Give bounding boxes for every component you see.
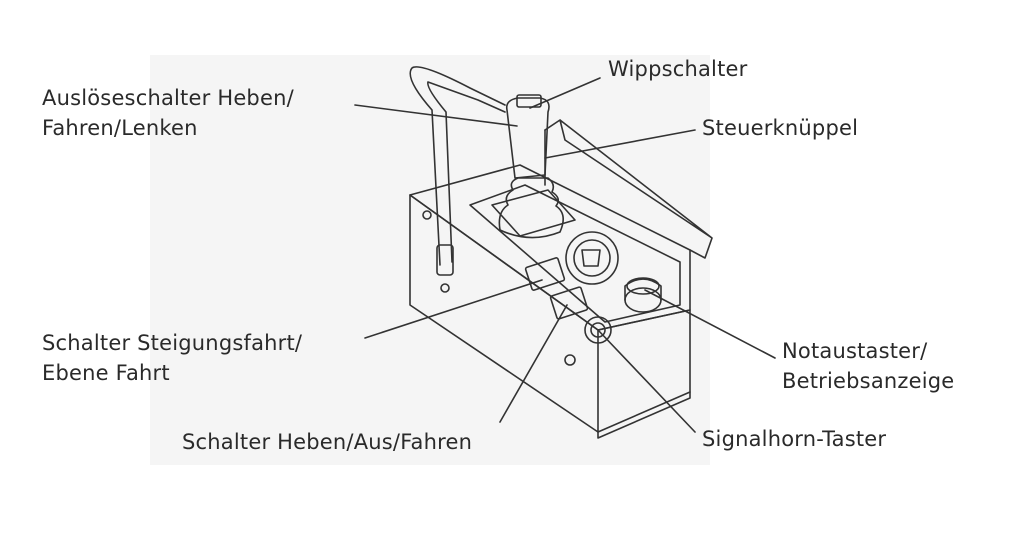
- label-rocker-switch: Wippschalter: [608, 54, 748, 84]
- label-lift-switch: Schalter Heben/Aus/Fahren: [182, 427, 472, 457]
- joystick-boot: [498, 177, 564, 239]
- rear-hood: [544, 119, 713, 259]
- label-horn-button: Signalhorn-Taster: [702, 424, 886, 454]
- bolt: [564, 354, 576, 366]
- label-trigger-line2: Fahren/Lenken: [42, 116, 198, 140]
- joystick-base-plate: [491, 189, 576, 237]
- rocker-switch: [516, 94, 542, 108]
- label-estop-line1: Notaustaster/: [782, 339, 928, 363]
- handle-mount: [436, 244, 454, 276]
- label-horn-text: Signalhorn-Taster: [702, 427, 887, 451]
- label-rocker-text: Wippschalter: [608, 57, 748, 81]
- label-joystick: Steuerknüppel: [702, 113, 858, 143]
- grab-handle: [409, 66, 506, 266]
- label-emergency-stop: Notaustaster/ Betriebsanzeige: [782, 336, 954, 396]
- bolt: [422, 210, 432, 220]
- label-incline-line1: Schalter Steigungsfahrt/: [42, 331, 303, 355]
- box-base: [597, 391, 691, 439]
- leader-rocker: [529, 77, 601, 109]
- top-panel-inset: [469, 184, 681, 323]
- label-estop-line2: Betriebsanzeige: [782, 369, 955, 393]
- leader-estop: [644, 289, 776, 359]
- horn-button: [584, 316, 612, 344]
- leader-horn: [597, 329, 696, 433]
- label-joystick-text: Steuerknüppel: [702, 116, 859, 140]
- label-lift-text: Schalter Heben/Aus/Fahren: [182, 430, 473, 454]
- battery-indicator: [565, 231, 619, 285]
- label-trigger-switch: Auslöseschalter Heben/ Fahren/Lenken: [42, 83, 294, 143]
- label-incline-switch: Schalter Steigungsfahrt/ Ebene Fahrt: [42, 328, 302, 388]
- label-trigger-line1: Auslöseschalter Heben/: [42, 86, 294, 110]
- joystick-grip: [505, 97, 550, 179]
- lift-switch: [549, 286, 589, 320]
- leader-joystick: [544, 129, 696, 159]
- leader-incline: [364, 279, 543, 339]
- label-incline-line2: Ebene Fahrt: [42, 361, 170, 385]
- bolt: [440, 283, 450, 293]
- leader-lift: [499, 304, 568, 423]
- incline-switch: [524, 257, 566, 291]
- illustration-background: [150, 55, 710, 465]
- leader-trigger: [354, 104, 518, 127]
- box-top-face: [409, 164, 691, 331]
